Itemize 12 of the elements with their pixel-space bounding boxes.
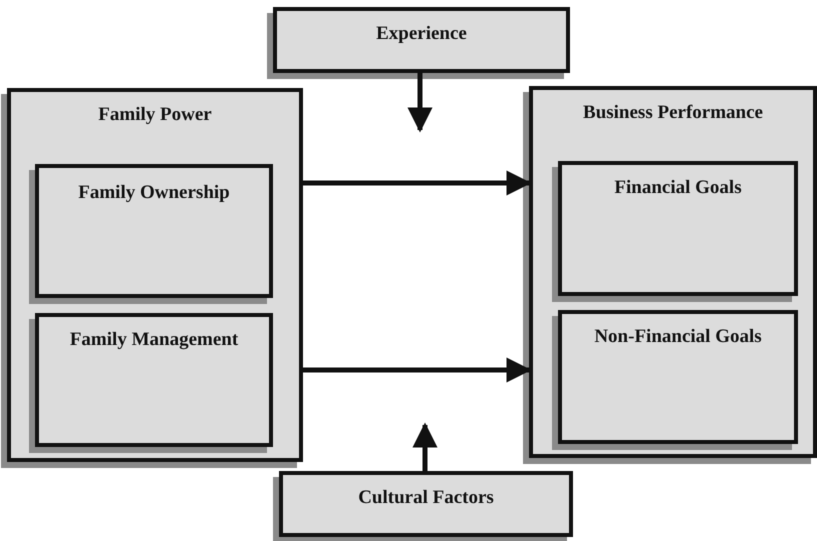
box-title: Cultural Factors [357,487,495,509]
box-title: Experience [375,23,468,45]
box-title: Business Performance [582,102,764,124]
box-label: Financial Goals [613,177,743,199]
arrow [408,73,432,132]
box-label: Non-Financial Goals [593,326,763,348]
box-label: Family Management [68,329,240,351]
box-label: Family Ownership [77,182,231,204]
box-title: Family Power [97,104,213,126]
arrow [303,170,532,196]
arrow [303,358,532,382]
arrow [412,422,438,471]
